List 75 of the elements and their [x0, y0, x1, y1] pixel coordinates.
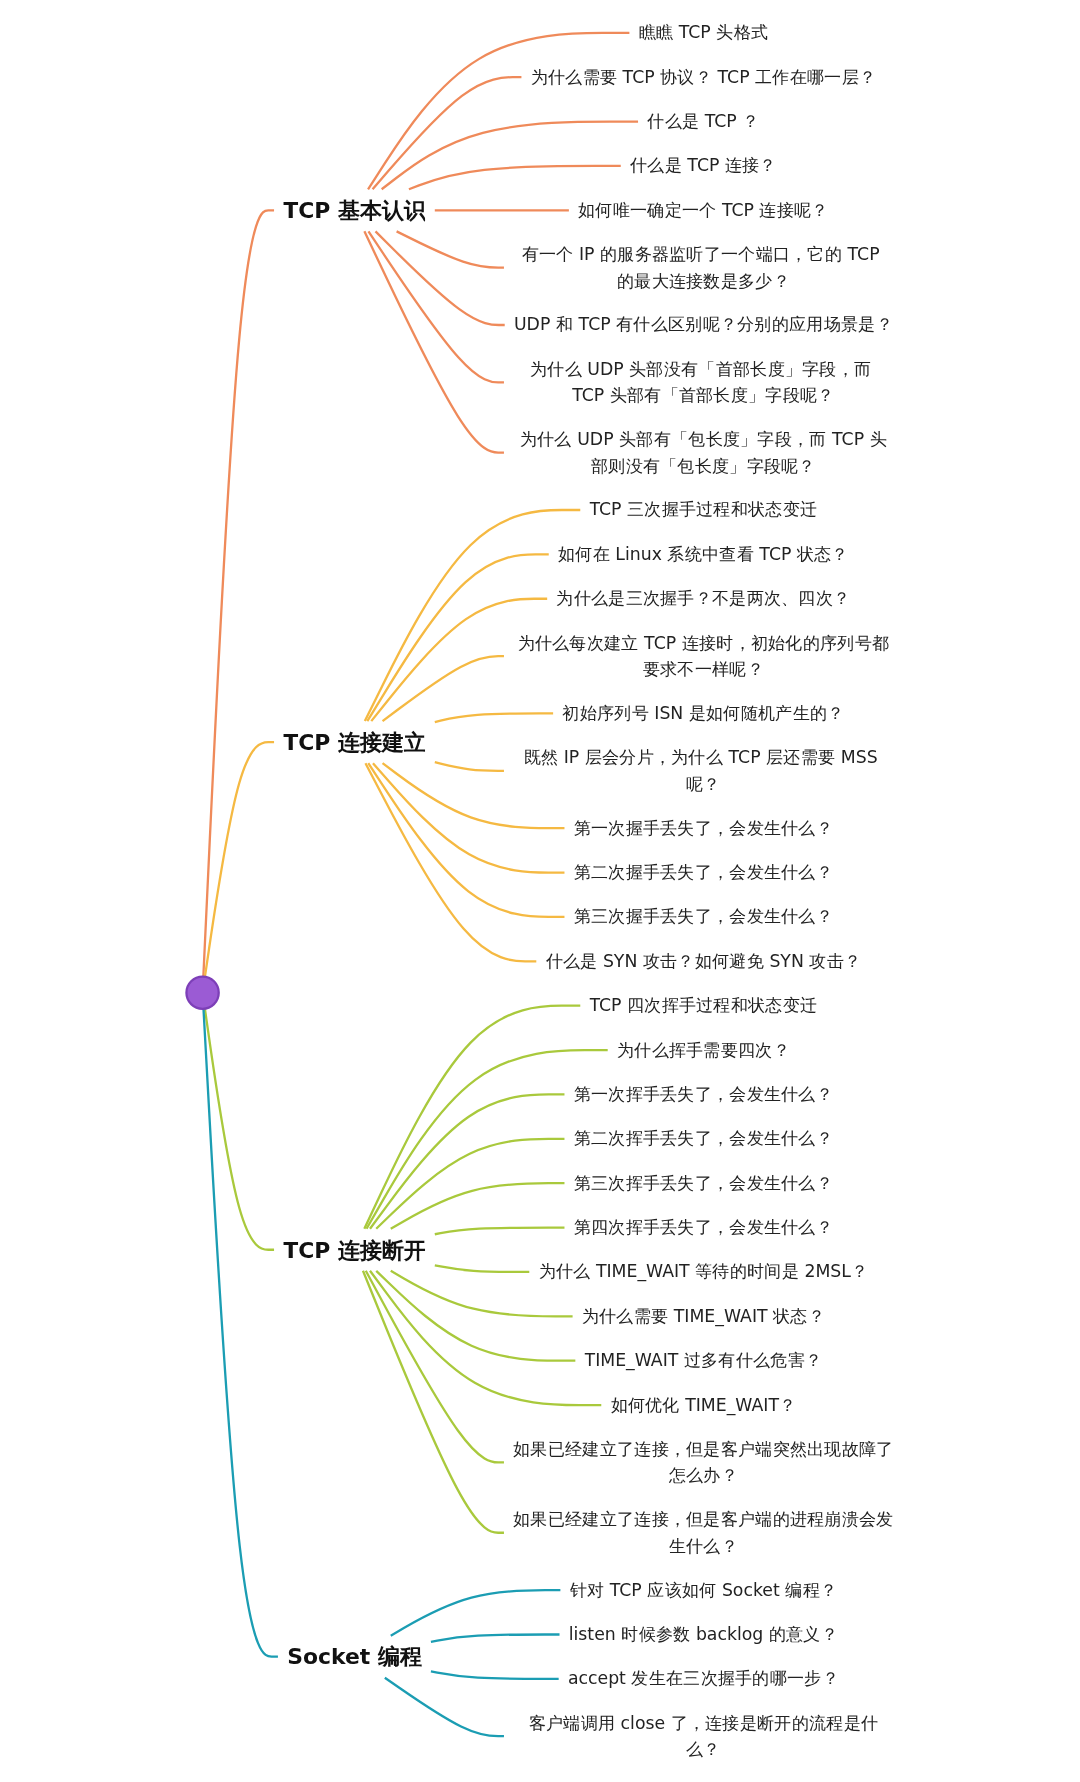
node-text: 第一次挥手丢失了，会发生什么？	[573, 1083, 834, 1105]
connector	[361, 1270, 504, 1534]
connector	[434, 712, 554, 724]
node-text: 既然 IP 层会分片，为什么 TCP 层还需要 MSS 呢？	[523, 747, 878, 794]
connector	[384, 1676, 504, 1738]
node-circle	[185, 975, 220, 1010]
connector	[380, 120, 639, 191]
connector	[390, 1269, 573, 1318]
node-text: 如何唯一确定一个 TCP 连接呢？	[578, 199, 829, 221]
node-text: 为什么挥手需要四次？	[616, 1039, 790, 1061]
node-text: 如果已经建立了连接，但是客户端的进程崩溃会发生什么？	[513, 1509, 894, 1556]
connector	[381, 762, 565, 830]
node-text: 为什么 UDP 头部有「包长度」字段，而 TCP 头部则没有「包长度」字段呢？	[519, 429, 887, 476]
connector	[363, 508, 581, 722]
connector	[430, 1670, 559, 1681]
connector	[390, 1182, 565, 1230]
node-text: Socket 编程	[287, 1643, 422, 1670]
node-text: TCP 四次挥手过程和状态变迁	[589, 995, 818, 1016]
connector	[364, 762, 537, 963]
node-text: 针对 TCP 应该如何 Socket 编程？	[569, 1579, 838, 1601]
node-text: 第四次挥手丢失了，会发生什么？	[573, 1216, 834, 1238]
node-text: 为什么 UDP 头部没有「首部长度」字段，而 TCP 头部有「首部长度」字段呢？	[529, 358, 872, 406]
node-text: 第二次挥手丢失了，会发生什么？	[573, 1128, 834, 1149]
node-text: 为什么每次建立 TCP 连接时，初始化的序列号都要求不一样呢？	[517, 632, 890, 680]
connector	[365, 1048, 608, 1230]
node-text: 如果已经建立了连接，但是客户端突然出现故障了怎么办？	[513, 1438, 894, 1486]
connector	[396, 230, 504, 269]
connector	[370, 597, 548, 722]
node-text: 为什么需要 TIME_WAIT 状态？	[581, 1305, 825, 1327]
connector	[408, 164, 621, 191]
connector	[374, 230, 505, 327]
node-text: 瞧瞧 TCP 头格式	[638, 22, 769, 43]
node-text: accept 发生在三次握手的哪一步？	[567, 1668, 839, 1689]
connector	[371, 76, 522, 191]
connector	[364, 1270, 504, 1464]
connector	[434, 209, 569, 212]
node-text: 什么是 TCP ？	[647, 110, 760, 132]
connector	[363, 1004, 581, 1230]
node-text: TCP 三次握手过程和状态变迁	[589, 499, 818, 521]
connector	[434, 1226, 565, 1236]
node-text: TCP 连接建立	[283, 729, 426, 755]
node-text: 什么是 TCP 连接？	[629, 155, 777, 177]
connector	[434, 761, 504, 772]
node-text: TCP 基本认识	[283, 197, 426, 223]
node-text: listen 时候参数 backlog 的意义？	[568, 1623, 838, 1645]
node-text: 为什么需要 TCP 协议？ TCP 工作在哪一层？	[530, 66, 877, 88]
connector	[375, 1137, 565, 1230]
connector	[367, 230, 504, 384]
node-text: 初始序列号 ISN 是如何随机产生的？	[562, 702, 845, 724]
node-text: 如何优化 TIME_WAIT？	[610, 1394, 797, 1416]
node-text: 为什么 TIME_WAIT 等待的时间是 2MSL？	[538, 1261, 869, 1283]
node-text: 如何在 Linux 系统中查看 TCP 状态？	[557, 543, 849, 565]
node-text: 第三次握手丢失了，会发生什么？	[573, 906, 834, 928]
node-text: TCP 连接断开	[283, 1236, 426, 1263]
node-text: 第三次挥手丢失了，会发生什么？	[573, 1172, 834, 1194]
node-text: UDP 和 TCP 有什么区别呢？分别的应用场景是？	[513, 314, 893, 336]
node-text: 客户端调用 close 了，连接是断开的流程是什么？	[528, 1712, 879, 1760]
connector	[369, 1270, 602, 1407]
connector	[372, 762, 565, 874]
node-text: 第二次握手丢失了，会发生什么？	[573, 861, 834, 883]
connector	[434, 1264, 530, 1274]
connector	[367, 31, 630, 190]
connector	[390, 1588, 561, 1637]
connector	[430, 1633, 560, 1644]
connector	[367, 762, 565, 919]
connector	[381, 655, 504, 723]
node-text: 第一次握手丢失了，会发生什么？	[573, 817, 834, 839]
node-text: 什么是 SYN 攻击？如何避免 SYN 攻击？	[545, 950, 862, 972]
node-text: TIME_WAIT 过多有什么危害？	[584, 1350, 823, 1371]
node-text: 有一个 IP 的服务器监听了一个端口，它的 TCP 的最大连接数是多少？	[521, 244, 880, 291]
connector	[363, 230, 504, 454]
connector	[369, 1093, 565, 1230]
connector	[366, 553, 549, 722]
connector	[375, 1269, 576, 1362]
node-text: 为什么是三次握手？不是两次、四次？	[556, 588, 851, 609]
